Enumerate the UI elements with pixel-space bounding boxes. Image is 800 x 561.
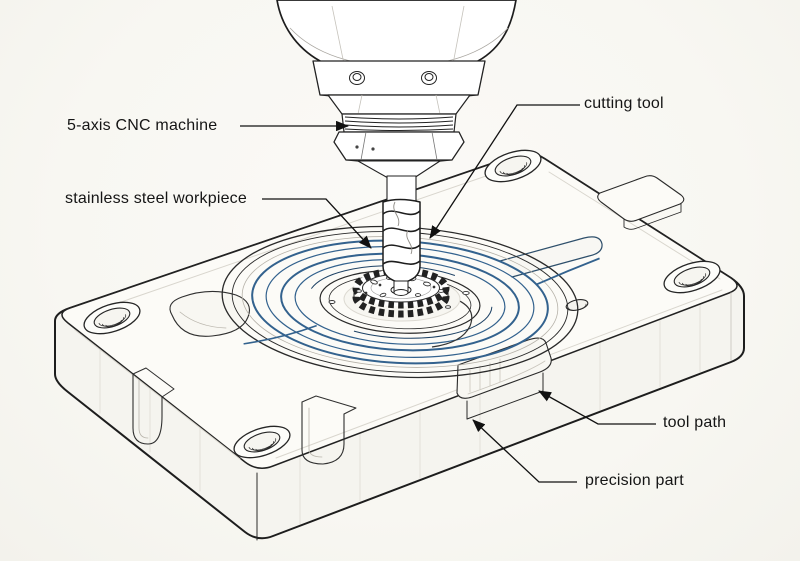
bolt-hole (233, 425, 291, 459)
gear-workpiece (328, 267, 470, 322)
leader-lines (240, 104, 656, 483)
collet-threads (341, 113, 457, 133)
collet-nut (333, 131, 465, 164)
flange-bolts (349, 71, 437, 85)
label-cutting-tool: cutting tool (584, 95, 664, 112)
edge-slots (132, 367, 357, 465)
bolt-hole (484, 149, 542, 183)
bolt-hole (663, 260, 721, 294)
spindle-flange (312, 60, 486, 96)
metal-chips (328, 276, 470, 309)
leader-tool-path (538, 390, 656, 425)
leader-cutting-tool (429, 104, 580, 239)
toolpath-exit-left (243, 324, 317, 345)
bolt-hole (83, 301, 141, 335)
leader-precision-part (472, 419, 577, 483)
label-cnc-machine: 5-axis CNC machine (67, 117, 218, 134)
toolpath-channel (499, 236, 603, 278)
leader-workpiece (262, 198, 372, 249)
end-mill (382, 198, 421, 296)
tool-shank (386, 175, 417, 203)
label-workpiece: stainless steel workpiece (65, 190, 247, 207)
label-tool-path: tool path (663, 414, 727, 431)
toolpath-exit-right (536, 257, 600, 285)
corner-bolt-holes (83, 149, 721, 459)
lead-out-curve (431, 296, 473, 348)
spindle-assembly (276, 0, 517, 296)
kidney-pocket (169, 290, 251, 337)
label-precision-part: precision part (585, 472, 684, 489)
clamp-tab (597, 175, 685, 230)
